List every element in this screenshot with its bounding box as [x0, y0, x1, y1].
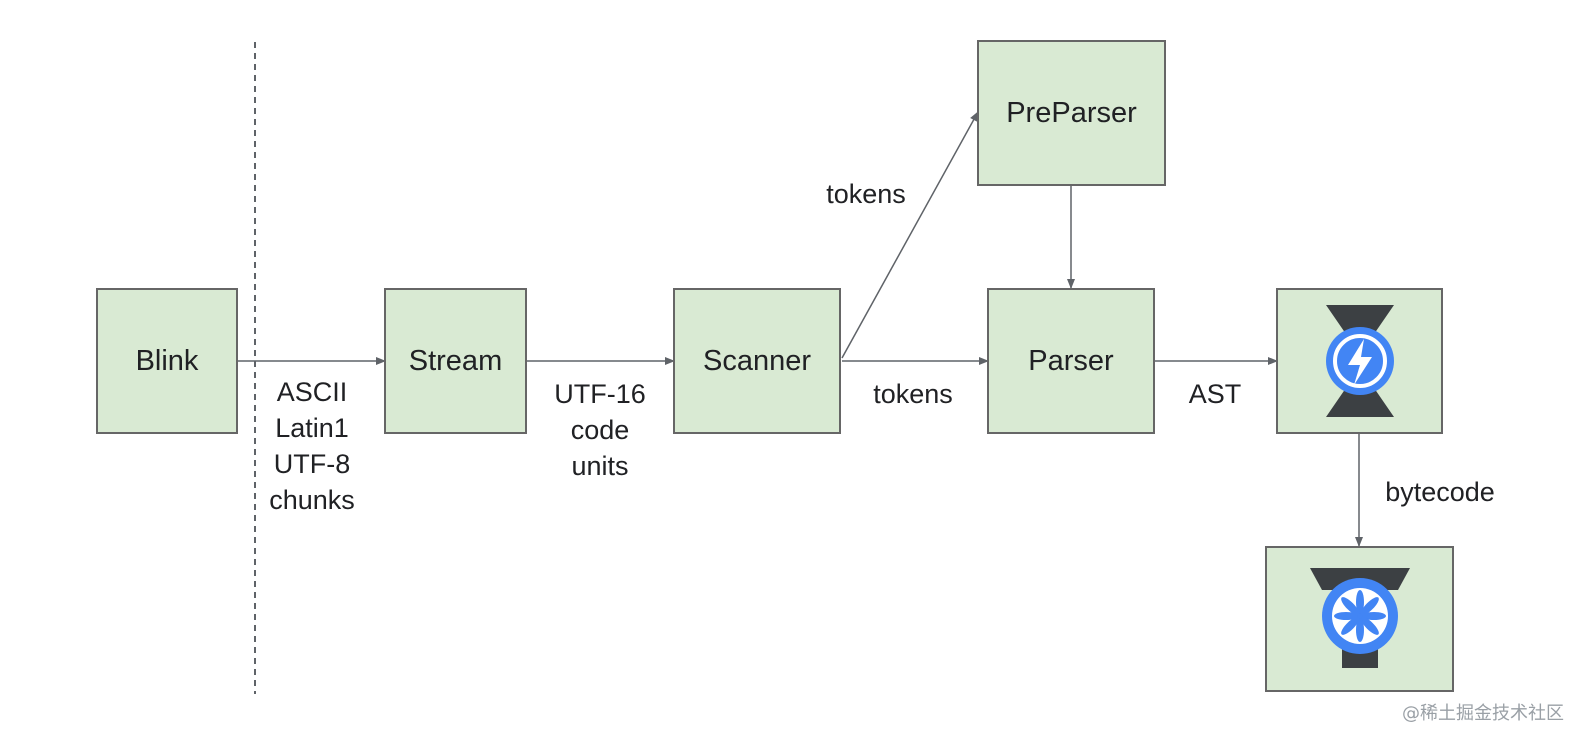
label-line-chunks: chunks: [269, 485, 355, 515]
ignition-interpreter-icon: [1325, 305, 1394, 417]
blink-node: Blink: [96, 288, 238, 434]
edge-scanner-preparser: [841, 111, 979, 359]
label-blink-stream: ASCII Latin1 UTF-8 chunks: [252, 374, 372, 518]
label-scanner-preparser: tokens: [826, 179, 906, 209]
compiler-node: [1265, 546, 1454, 692]
parser-label: Parser: [1028, 344, 1114, 377]
interpreter-node: [1276, 288, 1443, 434]
blink-label: Blink: [135, 344, 199, 377]
label-stream-scanner: UTF-16 code units: [540, 376, 660, 484]
preparser-node: PreParser: [977, 40, 1166, 186]
parser-node: Parser: [987, 288, 1155, 434]
scanner-label: Scanner: [702, 344, 811, 377]
turbofan-compiler-icon: [1309, 568, 1410, 668]
label-scanner-parser: tokens: [873, 379, 953, 409]
label-line-latin1: Latin1: [275, 413, 349, 443]
label-interpreter-compiler: bytecode: [1385, 477, 1495, 507]
label-parser-interpreter: AST: [1188, 379, 1242, 409]
label-line-ascii: ASCII: [276, 377, 348, 407]
label-line-utf16: UTF-16: [554, 379, 646, 409]
label-line-units: units: [571, 451, 629, 481]
label-line-code: code: [570, 415, 630, 445]
scanner-node: Scanner: [673, 288, 841, 434]
watermark: @稀土掘金技术社区: [1402, 703, 1564, 724]
stream-label: Stream: [408, 344, 503, 377]
label-line-utf8: UTF-8: [273, 449, 351, 479]
preparser-label: PreParser: [1006, 96, 1137, 129]
stream-node: Stream: [384, 288, 527, 434]
